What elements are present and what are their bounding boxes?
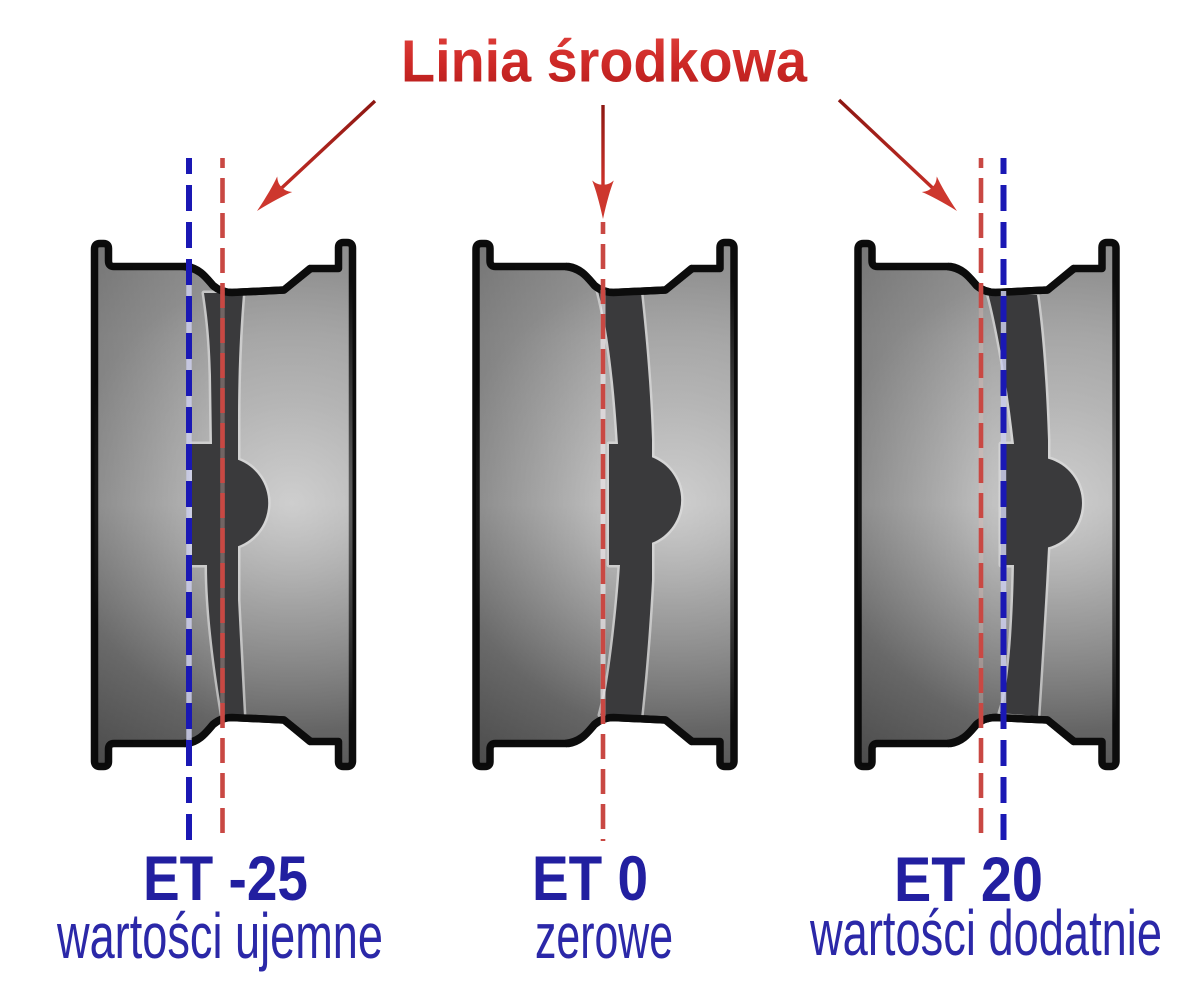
- svg-text:Linia środkowa: Linia środkowa: [401, 29, 808, 95]
- svg-text:ET -25: ET -25: [143, 844, 308, 914]
- svg-text:wartości dodatnie: wartości dodatnie: [809, 897, 1162, 969]
- svg-text:wartości ujemne: wartości ujemne: [56, 900, 383, 972]
- svg-text:ET 20: ET 20: [894, 845, 1043, 915]
- svg-text:zerowe: zerowe: [535, 900, 673, 972]
- svg-text:ET 0: ET 0: [532, 844, 648, 914]
